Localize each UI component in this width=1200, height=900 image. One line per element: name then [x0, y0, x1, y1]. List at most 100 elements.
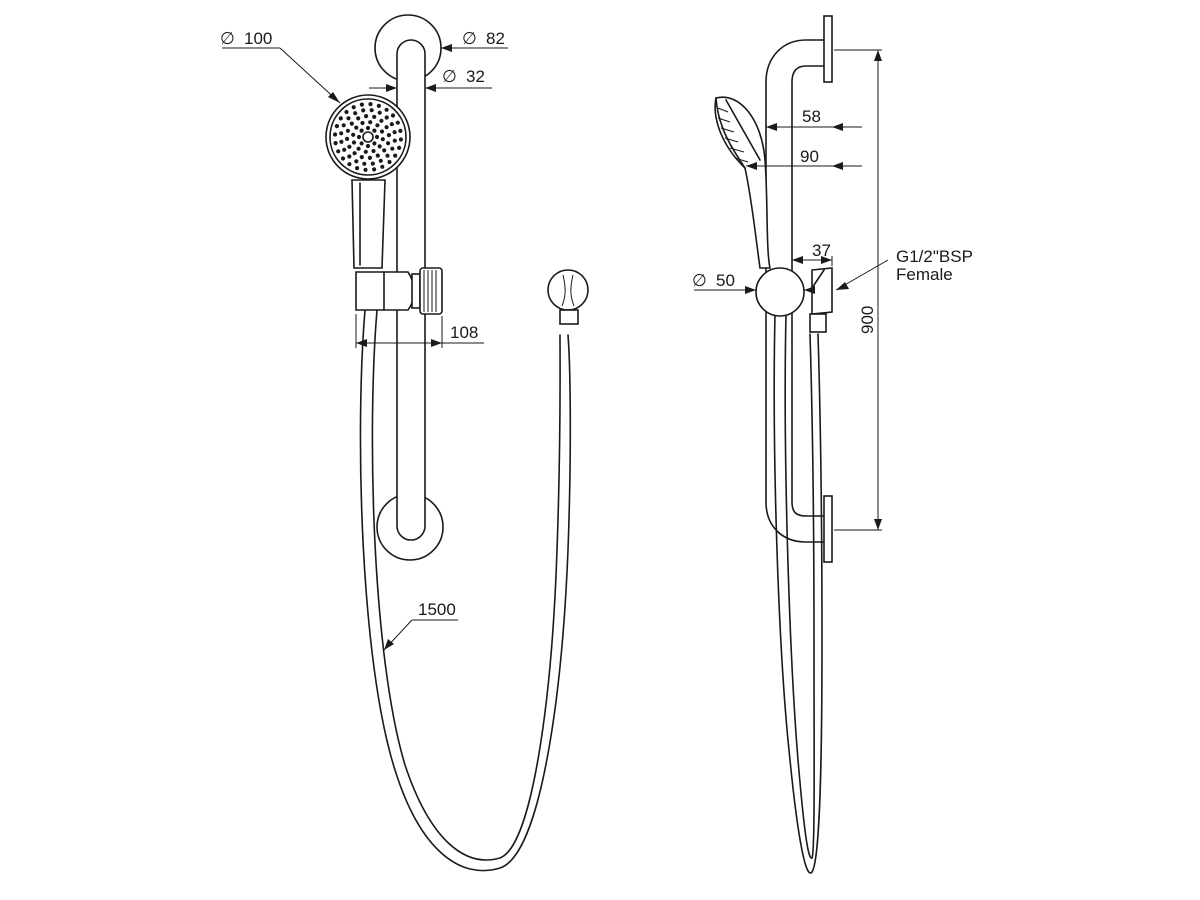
spray-nozzle: [341, 123, 346, 128]
spray-nozzle: [398, 137, 403, 142]
spray-nozzle: [347, 154, 352, 159]
spray-nozzle: [384, 107, 389, 112]
spray-nozzle: [333, 132, 338, 137]
spray-nozzle: [349, 121, 354, 126]
spray-nozzle: [356, 146, 361, 151]
bracket-knob: [419, 267, 443, 315]
spray-nozzle: [387, 159, 392, 165]
spray-nozzle: [361, 108, 366, 113]
spray-nozzle: [338, 116, 343, 121]
side-view: 58 90 ∅ 50 37: [692, 15, 973, 874]
spray-nozzle: [368, 102, 373, 107]
spray-nozzle: [389, 122, 394, 127]
spray-nozzle: [380, 164, 385, 169]
connection-callout: G1/2"BSP Female: [835, 247, 973, 291]
front-wall-outlet: [547, 269, 589, 325]
spray-nozzle: [342, 147, 347, 152]
spray-nozzle: [371, 148, 376, 154]
rail-length-label: 900: [858, 306, 877, 334]
outlet-projection-label: 37: [812, 241, 831, 260]
spray-nozzle: [351, 140, 357, 145]
spray-nozzle: [377, 110, 382, 115]
spray-nozzle: [380, 137, 385, 142]
spray-nozzle: [379, 118, 384, 123]
slide-bracket: [355, 267, 443, 315]
dim-head-diameter: ∅ 100: [220, 29, 341, 104]
rail-diameter-label: 32: [466, 67, 485, 86]
spray-nozzle: [352, 151, 357, 156]
spray-nozzle: [392, 138, 397, 143]
spray-nozzle: [351, 132, 356, 137]
knob-diameter-label: 50: [716, 271, 735, 290]
dim-rail-offset: 58: [766, 107, 862, 131]
spray-nozzle: [339, 139, 344, 144]
spray-nozzle: [363, 167, 368, 172]
spray-nozzle: [345, 136, 350, 141]
shower-head-face: [325, 94, 411, 180]
spray-nozzle: [392, 130, 397, 135]
front-hose: [359, 309, 572, 872]
spray-nozzle: [362, 161, 367, 166]
head-diameter-label: 100: [244, 29, 272, 48]
side-bottom-wall-plate: [823, 495, 833, 563]
side-bracket-knob: [755, 267, 805, 317]
dim-hose-length: 1500: [383, 600, 458, 651]
spray-nozzle: [359, 128, 364, 133]
front-view: ∅ 100 ∅ 82 ∅ 32 108: [220, 14, 589, 872]
spray-nozzle: [372, 128, 377, 133]
spray-nozzle: [368, 120, 373, 125]
spray-nozzle: [363, 149, 368, 154]
spray-nozzle: [397, 145, 402, 150]
spray-nozzle: [398, 128, 403, 133]
spray-nozzle: [384, 125, 389, 130]
head-projection-label: 90: [800, 147, 819, 166]
spray-nozzle: [359, 102, 364, 107]
side-shower-head: [714, 96, 771, 269]
spray-nozzle: [376, 103, 381, 108]
spray-nozzle: [365, 143, 371, 149]
diameter-symbol: ∅: [220, 29, 235, 48]
connection-type-label: Female: [896, 265, 953, 284]
spray-nozzle: [372, 114, 377, 119]
spray-nozzle: [347, 162, 352, 167]
spray-nozzle: [359, 155, 364, 160]
spray-nozzle: [382, 148, 387, 153]
spray-nozzle: [390, 113, 396, 118]
spray-nozzle: [354, 159, 359, 164]
spray-nozzle: [356, 116, 361, 121]
spray-nozzle: [333, 141, 338, 146]
dim-flange-diameter: ∅ 82: [441, 29, 508, 52]
bracket-projection-label: 108: [450, 323, 478, 342]
spray-nozzle: [390, 146, 395, 151]
dim-bracket-projection: 108: [355, 314, 484, 348]
spray-nozzle: [375, 153, 380, 158]
spray-nozzle: [344, 109, 349, 115]
spray-nozzle: [340, 156, 346, 161]
spray-nozzle: [365, 125, 371, 131]
diameter-symbol: ∅: [692, 271, 707, 290]
dim-rail-length: 900: [834, 49, 882, 531]
spray-nozzle: [354, 125, 359, 130]
spray-nozzle: [369, 108, 374, 113]
spray-nozzle: [336, 149, 341, 154]
spray-nozzle: [384, 115, 389, 120]
dim-knob-diameter: ∅ 50: [692, 271, 815, 294]
spray-nozzle: [345, 128, 350, 133]
spray-nozzle: [353, 111, 358, 116]
spray-nozzle: [334, 124, 339, 129]
spray-nozzle: [356, 134, 362, 140]
spray-nozzle: [339, 131, 344, 136]
rail-offset-label: 58: [802, 107, 821, 126]
hand-shower-handle: [351, 179, 386, 269]
spray-nozzle: [393, 153, 398, 158]
spray-nozzle: [386, 141, 391, 146]
diameter-symbol: ∅: [442, 67, 457, 86]
spray-nozzle: [364, 114, 369, 119]
spray-nozzle: [360, 120, 365, 126]
diameter-symbol: ∅: [462, 29, 477, 48]
spray-nozzle: [395, 120, 400, 125]
spray-nozzle: [377, 144, 382, 149]
spray-nozzle: [386, 133, 391, 138]
spray-nozzle: [370, 161, 375, 166]
spray-nozzle: [346, 116, 351, 121]
